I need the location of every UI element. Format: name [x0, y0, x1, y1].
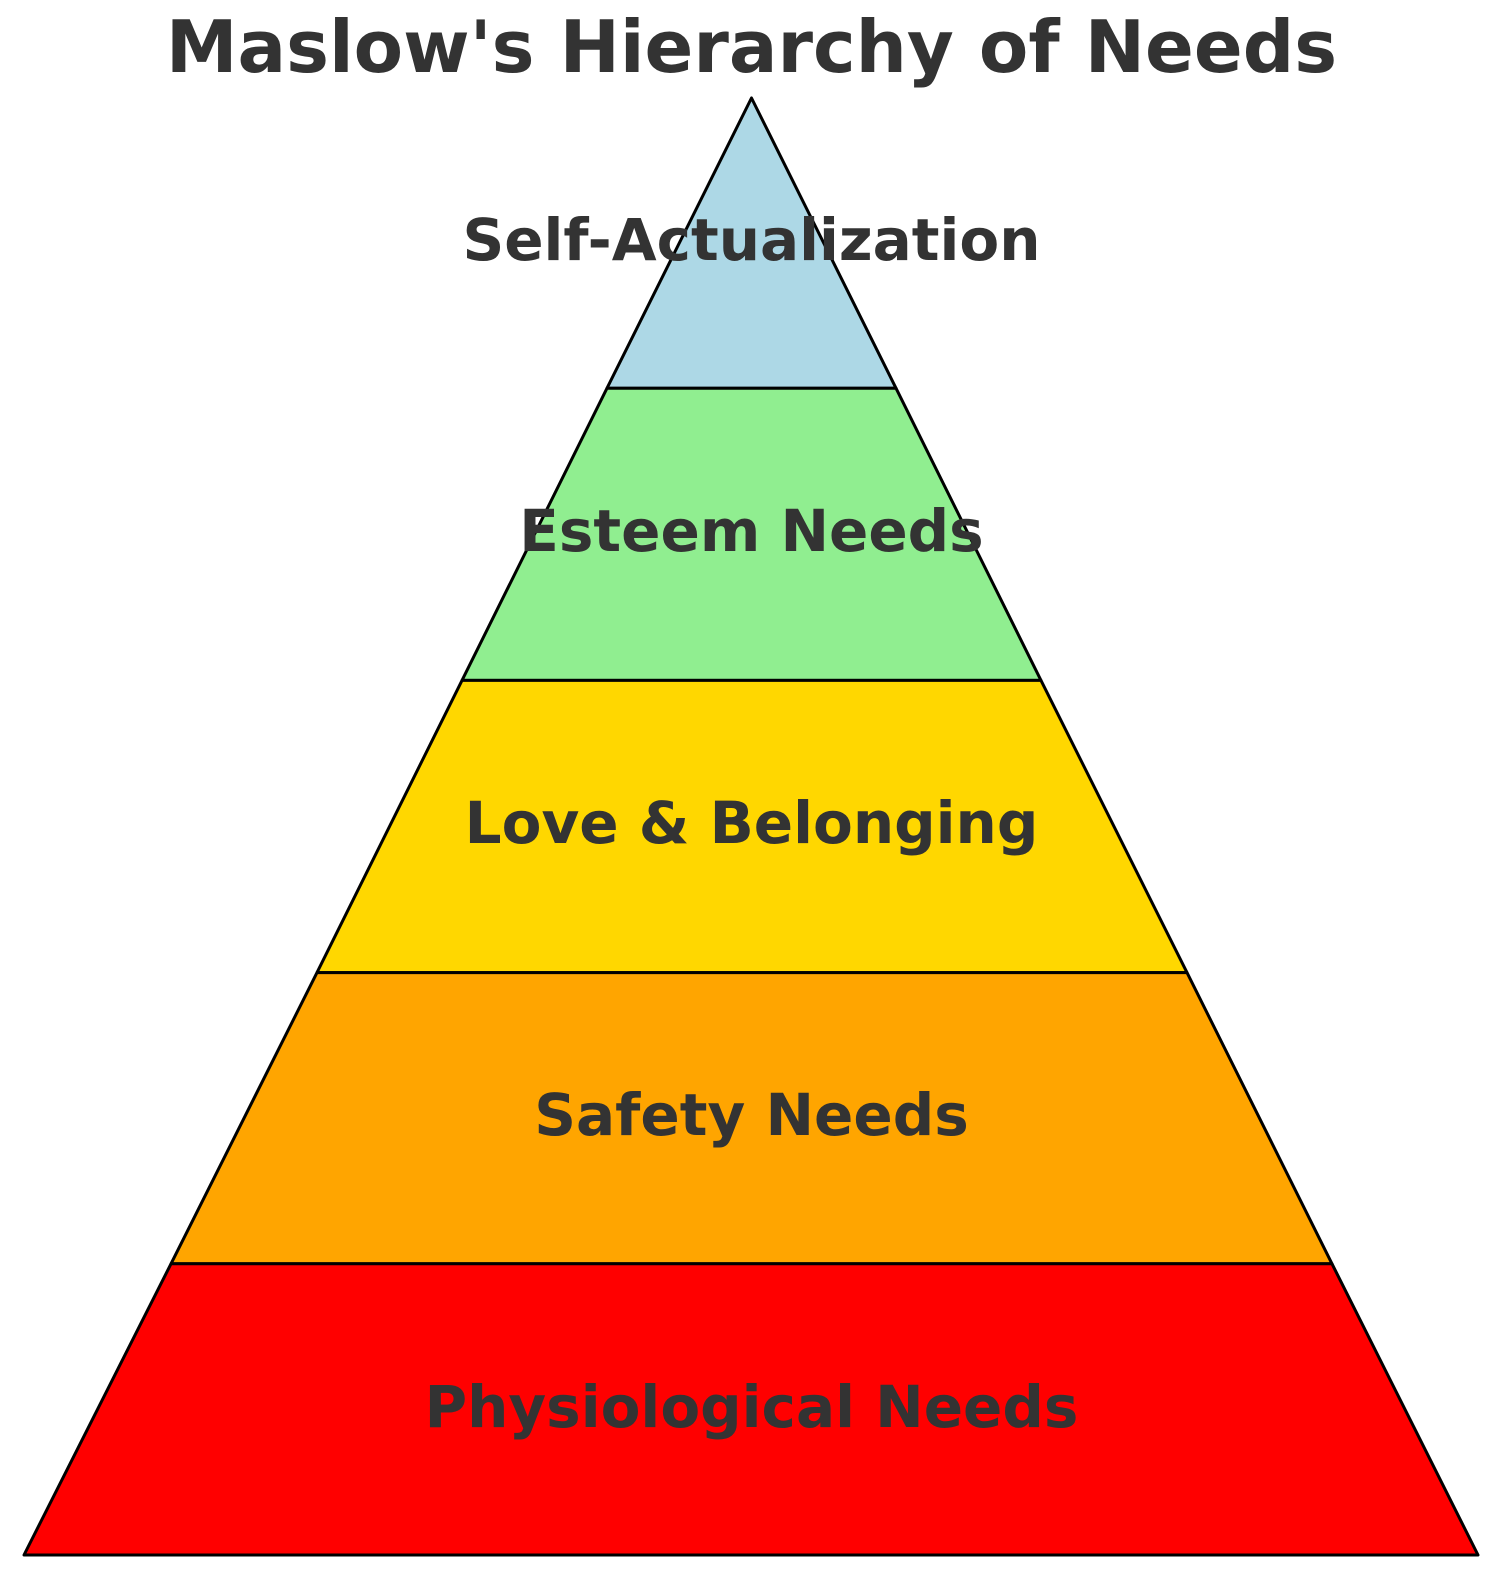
pyramid-level-esteem: Esteem Needs	[460, 386, 1043, 682]
level-label-self-actualization: Self-Actualization	[462, 206, 1040, 274]
level-label-physiological: Physiological Needs	[425, 1373, 1079, 1441]
level-label-love-belonging: Love & Belonging	[465, 789, 1039, 857]
pyramid-level-physiological: Physiological Needs	[22, 1262, 1480, 1557]
pyramid-level-love-belonging: Love & Belonging	[315, 678, 1189, 975]
level-shape-physiological	[22, 1262, 1480, 1557]
pyramid-level-self-actualization: Self-Actualization	[462, 96, 1041, 390]
level-label-safety: Safety Needs	[534, 1081, 968, 1149]
level-label-esteem: Esteem Needs	[519, 497, 983, 565]
diagram-title: Maslow's Hierarchy of Needs	[165, 5, 1338, 89]
pyramid-level-safety: Safety Needs	[169, 971, 1334, 1266]
